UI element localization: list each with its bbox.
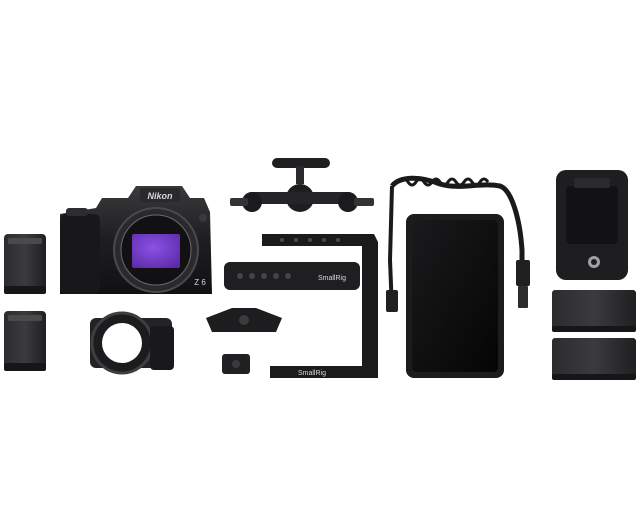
mount-adapter xyxy=(90,311,174,375)
magic-arm xyxy=(230,158,374,212)
battery-top-left xyxy=(4,234,46,294)
camera-brand-logo: Nikon xyxy=(147,191,173,201)
battery-adapter-plate xyxy=(556,170,628,280)
cold-shoe-mount xyxy=(222,354,250,374)
cage-brand-top: SmallRig xyxy=(318,275,346,282)
camera-cage: SmallRig xyxy=(262,234,378,378)
field-monitor xyxy=(406,214,504,378)
top-handle: SmallRig xyxy=(224,262,360,290)
coiled-hdmi-cable xyxy=(386,175,530,312)
camera-body: Nikon Z 6 xyxy=(60,186,212,294)
image-sensor xyxy=(132,234,180,268)
camera-model-mark: Z 6 xyxy=(194,278,206,287)
quick-release-clamp xyxy=(206,308,282,332)
battery-bottom-right xyxy=(552,338,636,380)
battery-top-right xyxy=(552,290,636,332)
cage-brand-bottom: SmallRig xyxy=(298,370,326,377)
battery-bottom-left xyxy=(4,311,46,371)
